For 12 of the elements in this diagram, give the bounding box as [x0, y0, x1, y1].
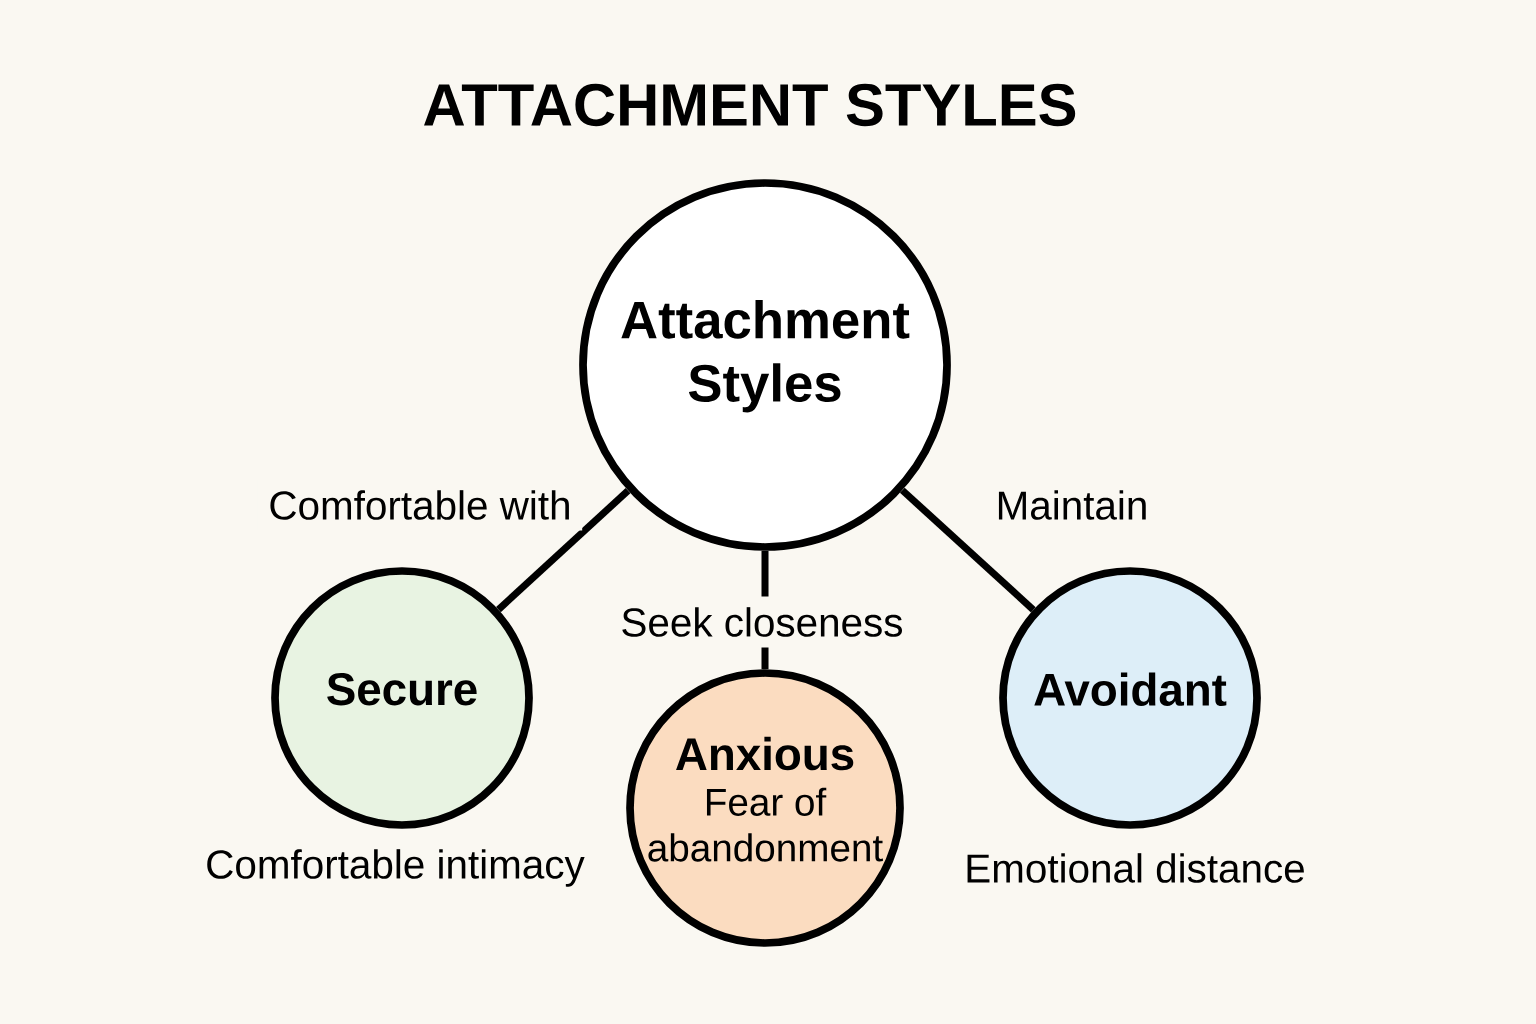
- connector-line: [496, 488, 631, 613]
- circle-node: Attachment Styles: [579, 179, 951, 551]
- circle-node: Secure: [271, 567, 533, 829]
- node-caption: Emotional distance: [967, 853, 1304, 883]
- node-caption: Comfortable intimacy: [207, 849, 585, 887]
- circle-node: Anxious Fear of abandonment: [626, 669, 904, 947]
- edge-label: Maintain: [985, 479, 1159, 531]
- edge-label: Seek closeness: [609, 596, 915, 648]
- edge-label: Comfortable with: [257, 479, 583, 531]
- connector-line: [899, 487, 1036, 613]
- title: ATTACHMENT STYLES: [424, 83, 1076, 127]
- circle-node: Avoidant: [999, 567, 1261, 829]
